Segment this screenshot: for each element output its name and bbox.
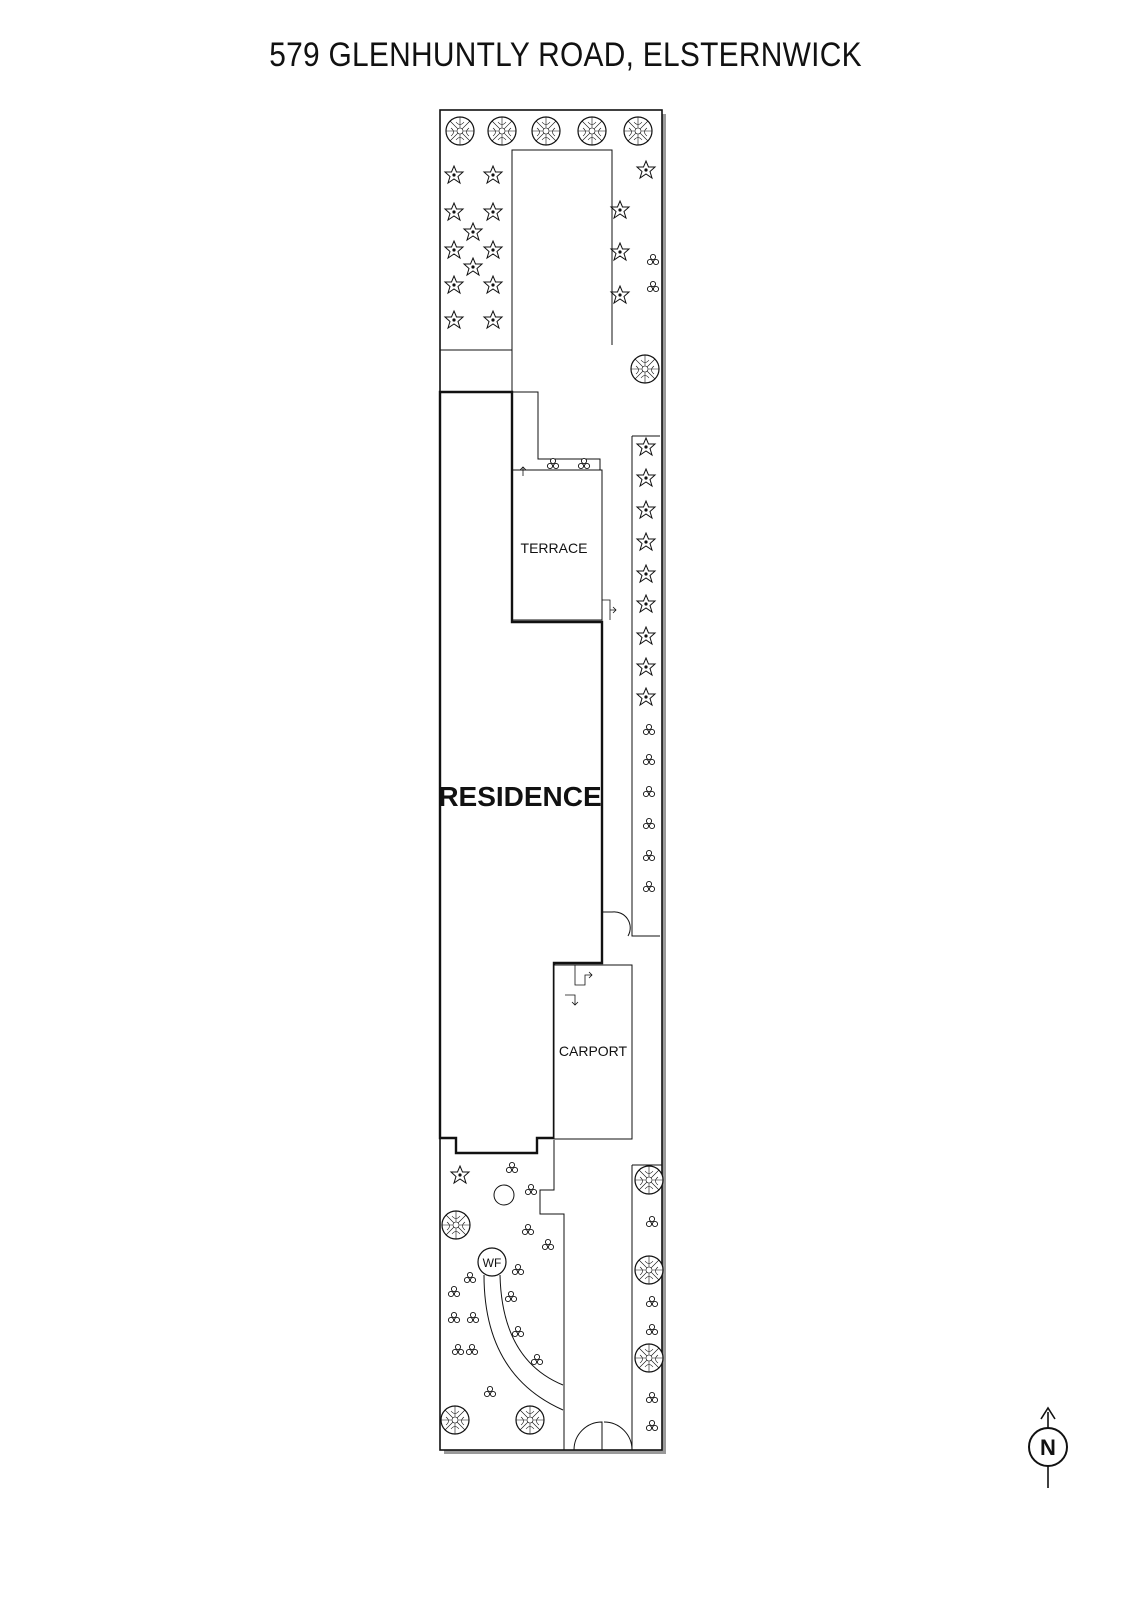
carport-area: CARPORT — [553, 964, 633, 1140]
north-arrow-icon: N — [1028, 1406, 1068, 1488]
garden-path — [483, 1274, 564, 1411]
terrace-area: TERRACE — [511, 466, 617, 621]
water-feature: WF — [477, 1247, 507, 1277]
door-arrow-icon — [519, 466, 527, 476]
terrace-label: TERRACE — [521, 540, 588, 556]
carport-label: CARPORT — [559, 1043, 628, 1059]
entry-gates — [573, 1421, 633, 1451]
boulder — [493, 1184, 515, 1206]
north-label: N — [1040, 1435, 1056, 1460]
door-arrow-icon — [565, 994, 579, 1006]
residence-label: RESIDENCE — [438, 781, 601, 812]
door-arrow-icon — [602, 599, 617, 620]
water-feature-label: WF — [483, 1256, 502, 1270]
plan-title: 579 GLENHUNTLY ROAD, ELSTERNWICK — [269, 36, 862, 74]
door-arrow-icon — [574, 965, 593, 986]
paths — [440, 149, 662, 1450]
